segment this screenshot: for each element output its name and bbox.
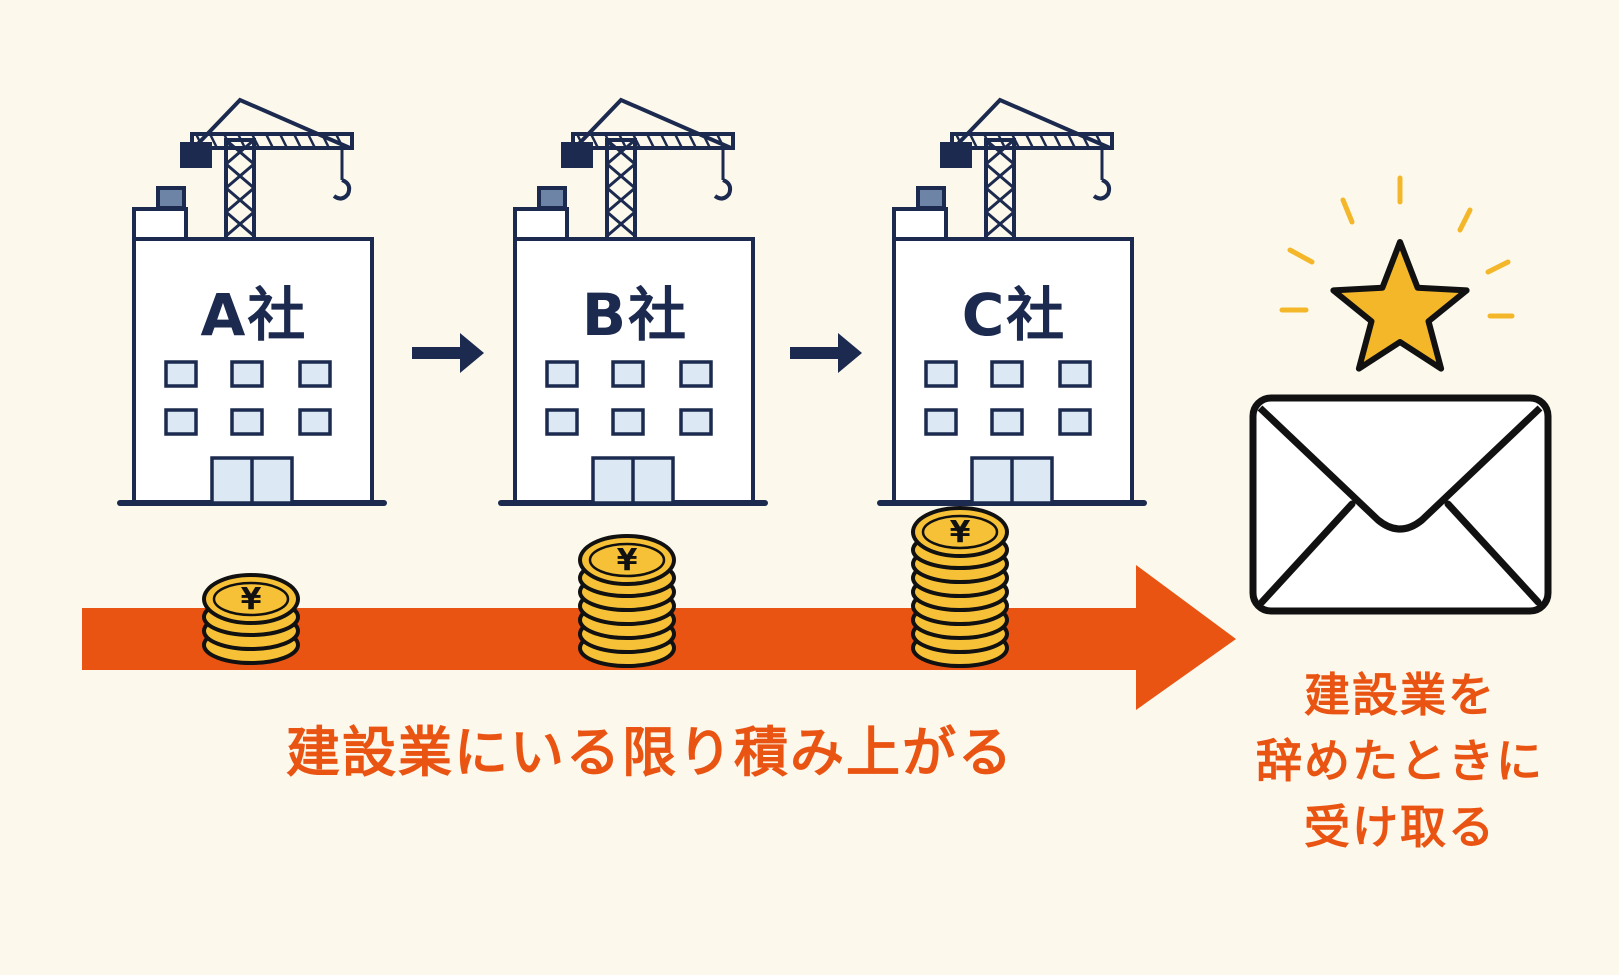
receive-caption-line-1: 建設業を [1304, 668, 1496, 722]
yen-symbol: ¥ [950, 515, 971, 550]
window [230, 408, 264, 436]
yen-symbol: ¥ [241, 582, 262, 617]
window [679, 408, 713, 436]
accumulate-caption: 建設業にいる限り積み上がる [286, 721, 1014, 784]
window [611, 408, 645, 436]
window [1058, 408, 1092, 436]
star-icon [1279, 175, 1515, 372]
sparkle-ray [1340, 197, 1355, 225]
window [924, 408, 958, 436]
window [990, 408, 1024, 436]
building-icon [117, 97, 387, 506]
window [298, 360, 332, 388]
crane-icon [561, 97, 735, 241]
coin-stack-icon: ¥ [911, 506, 1009, 668]
company-label-c: C社 [961, 281, 1067, 349]
company-label-a: A社 [200, 281, 308, 349]
window [1058, 360, 1092, 388]
window [298, 408, 332, 436]
window [924, 360, 958, 388]
window [164, 360, 198, 388]
building-icon [877, 97, 1147, 506]
window [679, 360, 713, 388]
building-icon [498, 97, 768, 506]
window [545, 408, 579, 436]
coin-stack-icon: ¥ [578, 534, 676, 668]
crane-icon [180, 97, 354, 241]
sparkle-ray [1457, 207, 1473, 233]
receive-caption-line-3: 受け取る [1304, 800, 1496, 854]
arrow-right-icon [790, 333, 862, 373]
envelope-icon [1249, 394, 1552, 615]
crane-icon [940, 97, 1114, 241]
window [611, 360, 645, 388]
window [545, 360, 579, 388]
window [164, 408, 198, 436]
window [990, 360, 1024, 388]
coin-stack-icon: ¥ [202, 573, 300, 665]
receive-caption-line-2: 辞めたときに [1256, 734, 1544, 788]
receive-caption: 建設業を 辞めたときに 受け取る [1220, 662, 1580, 860]
company-label-b: B社 [581, 281, 689, 349]
sparkle-ray [1287, 247, 1315, 265]
sparkle-ray [1485, 259, 1511, 275]
arrow-right-icon [412, 333, 484, 373]
window [230, 360, 264, 388]
yen-symbol: ¥ [617, 543, 638, 578]
